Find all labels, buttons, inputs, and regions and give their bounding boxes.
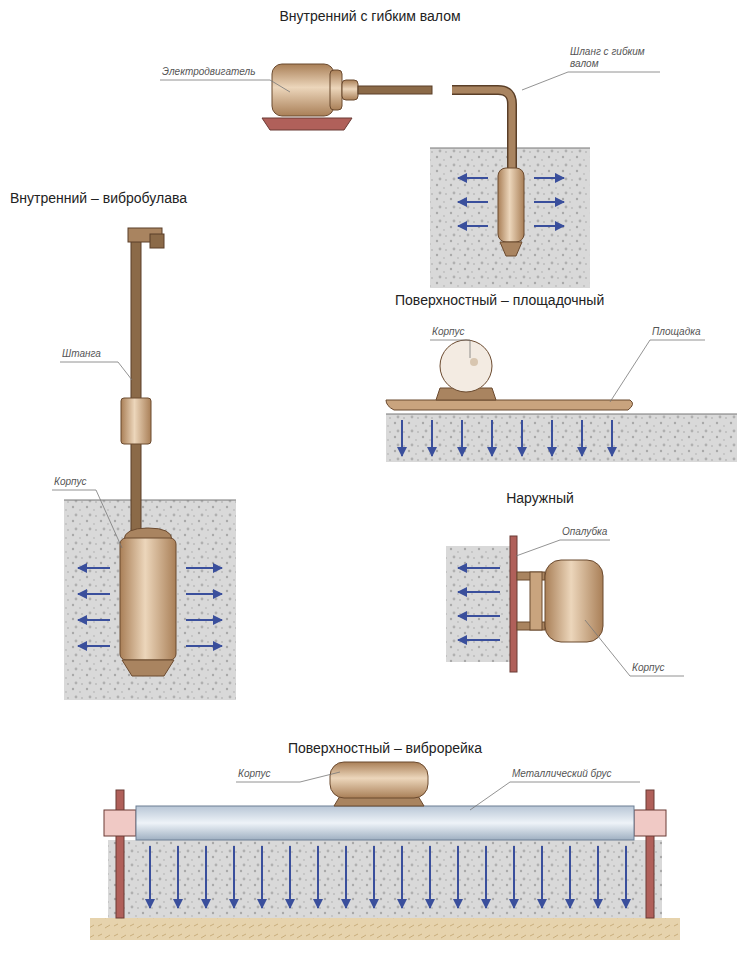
vibration-arrow	[289, 846, 291, 908]
part-label: Корпус	[432, 326, 465, 338]
vibration-arrow	[597, 846, 599, 908]
part-label: Штанга	[62, 348, 101, 360]
vibration-arrow	[401, 846, 403, 908]
vibration-arrow	[569, 846, 571, 908]
section-heading: Наружный	[506, 490, 574, 506]
vibration-arrow	[429, 846, 431, 908]
part-label: Металлический брус	[512, 768, 611, 780]
part-label: Электродвигатель	[162, 66, 255, 78]
vibration-arrow	[205, 846, 207, 908]
vibration-arrow	[485, 846, 487, 908]
vibration-arrow	[149, 846, 151, 908]
flexible-shaft-vibrator	[160, 64, 660, 288]
vibration-arrow	[541, 846, 543, 908]
part-label: Площадка	[652, 326, 700, 338]
vibration-arrow	[373, 846, 375, 908]
external-vibrator	[446, 536, 684, 676]
part-label: Корпус	[54, 476, 87, 488]
vibration-arrow	[513, 846, 515, 908]
part-label: Шланг с гибким валом	[570, 46, 650, 69]
part-label: Опалубка	[562, 526, 607, 538]
section-heading: Поверхностный – виброрейка	[288, 740, 482, 756]
platform-vibrator	[386, 340, 737, 462]
vibration-arrow	[317, 846, 319, 908]
vibration-arrow	[345, 846, 347, 908]
vibro-screed	[90, 762, 680, 940]
vibration-arrow	[261, 846, 263, 908]
vibration-arrow	[625, 846, 627, 908]
section-heading: Внутренний – вибробулава	[10, 190, 187, 206]
vibration-arrow	[177, 846, 179, 908]
vibro-mace	[52, 228, 236, 700]
part-label: Корпус	[632, 662, 665, 674]
part-label: Корпус	[238, 768, 271, 780]
section-heading: Внутренний с гибким валом	[279, 8, 460, 24]
vibration-arrow	[233, 846, 235, 908]
section-heading: Поверхностный – площадочный	[395, 292, 604, 308]
vibration-arrow	[457, 846, 459, 908]
